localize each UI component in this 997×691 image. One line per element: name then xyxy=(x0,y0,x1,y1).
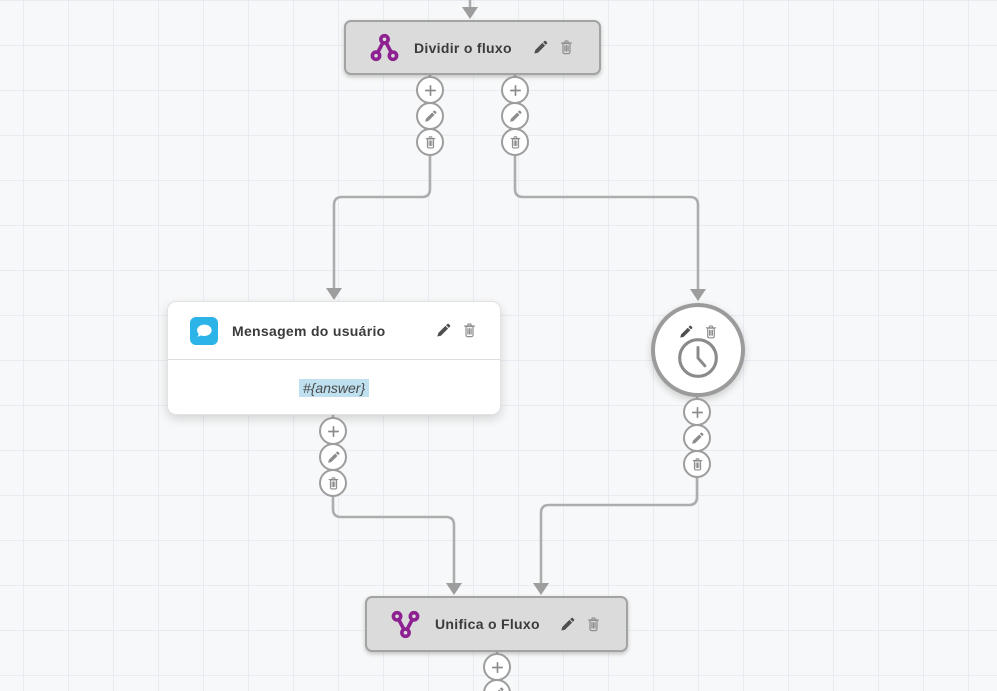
arrowhead-timer-into-merge xyxy=(533,583,549,595)
delete-edge-button-split-left[interactable] xyxy=(416,128,444,156)
edit-edge-button-split-right[interactable] xyxy=(501,102,529,130)
trash-icon xyxy=(508,135,523,150)
edit-edge-button-message[interactable] xyxy=(319,443,347,471)
trash-icon xyxy=(423,135,438,150)
add-step-button-timer[interactable] xyxy=(683,398,711,426)
pencil-icon xyxy=(532,39,549,56)
split-branch-icon xyxy=(370,33,399,62)
arrowhead-message-into-merge xyxy=(446,583,462,595)
arrowhead-into-timer-node xyxy=(690,289,706,301)
edge-split-to-timer xyxy=(513,152,700,289)
edit-edge-button-merge[interactable] xyxy=(483,679,511,691)
pencil-icon xyxy=(690,431,705,446)
edit-edge-button-split-left[interactable] xyxy=(416,102,444,130)
pencil-icon xyxy=(559,616,576,633)
plus-icon xyxy=(690,405,705,420)
delete-edge-button-message[interactable] xyxy=(319,469,347,497)
pencil-icon xyxy=(423,109,438,124)
node-merge-flow[interactable]: Unifica o Fluxo xyxy=(365,596,628,652)
merge-branch-icon xyxy=(391,610,420,639)
trash-icon xyxy=(585,616,602,633)
edit-message-node-button[interactable] xyxy=(434,322,452,340)
delete-edge-button-timer[interactable] xyxy=(683,450,711,478)
edit-merge-node-button[interactable] xyxy=(558,615,576,633)
split-node-title: Dividir o fluxo xyxy=(414,39,512,56)
plus-icon xyxy=(326,424,341,439)
edge-timer-to-merge xyxy=(539,474,699,583)
node-split-flow[interactable]: Dividir o fluxo xyxy=(344,20,601,75)
message-node-divider xyxy=(168,359,500,360)
delete-merge-node-button[interactable] xyxy=(584,615,602,633)
pencil-icon xyxy=(508,109,523,124)
edge-message-to-merge xyxy=(331,494,456,583)
add-step-button-split-right[interactable] xyxy=(501,76,529,104)
pencil-icon xyxy=(326,450,341,465)
node-timer[interactable] xyxy=(651,303,745,397)
delete-message-node-button[interactable] xyxy=(460,322,478,340)
pencil-icon xyxy=(435,322,452,339)
plus-icon xyxy=(508,83,523,98)
user-message-node-title: Mensagem do usuário xyxy=(232,322,386,339)
trash-icon xyxy=(461,322,478,339)
node-user-message[interactable]: Mensagem do usuário #{answer} xyxy=(167,301,501,415)
plus-icon xyxy=(423,83,438,98)
clock-icon xyxy=(676,336,720,380)
trash-icon xyxy=(690,457,705,472)
add-step-button-split-left[interactable] xyxy=(416,76,444,104)
add-step-button-merge[interactable] xyxy=(483,653,511,681)
pencil-icon xyxy=(490,686,505,691)
edge-split-to-message xyxy=(332,152,432,288)
trash-icon xyxy=(558,39,575,56)
arrowhead-into-message-node xyxy=(326,288,342,300)
plus-icon xyxy=(490,660,505,675)
answer-variable-chip: #{answer} xyxy=(298,379,370,397)
add-step-button-message[interactable] xyxy=(319,417,347,445)
chat-bubble-icon xyxy=(190,316,218,345)
arrowhead-into-split-node xyxy=(462,7,478,19)
delete-edge-button-split-right[interactable] xyxy=(501,128,529,156)
edit-split-node-button[interactable] xyxy=(531,39,549,57)
delete-split-node-button[interactable] xyxy=(557,39,575,57)
edit-edge-button-timer[interactable] xyxy=(683,424,711,452)
merge-node-title: Unifica o Fluxo xyxy=(435,616,540,632)
trash-icon xyxy=(326,476,341,491)
